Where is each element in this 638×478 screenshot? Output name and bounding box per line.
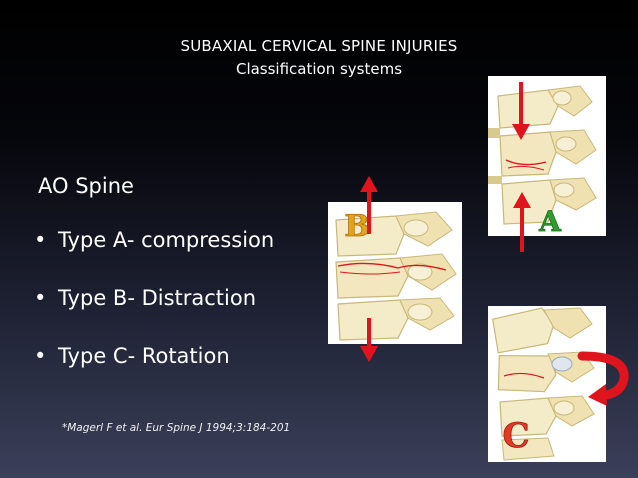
title-subtitle: Classification systems [235,60,403,78]
section-heading: AO Spine [38,174,134,198]
type-a-letter: A [530,205,570,240]
bullet-item-type-b: • Type B- Distraction [34,286,274,344]
type-c-letter-text: C [502,416,529,454]
arrow-down-icon [359,318,379,366]
bullet-list: • Type A- compression • Type B- Distractio… [34,228,274,402]
arrow-up-icon [359,176,379,238]
type-c-letter: C [496,414,536,458]
bullet-text: Type B- Distraction [58,286,257,310]
type-b-spine-figure [328,202,462,344]
slide-title: SUBAXIAL CERVICAL SPINE INJURIES Classif… [0,36,638,80]
bullet-marker: • [34,228,47,252]
bullet-item-type-c: • Type C- Rotation [34,344,274,402]
bullet-item-type-a: • Type A- compression [34,228,274,286]
type-b-letter: B [334,208,380,246]
arrow-down-icon [511,82,531,146]
type-b-letter-text: B [344,209,369,242]
bullet-marker: • [34,286,47,310]
bullet-marker: • [34,344,47,368]
rotation-arrow-icon [574,350,634,410]
title-main: SUBAXIAL CERVICAL SPINE INJURIES [180,37,458,55]
type-a-letter-text: A [538,206,562,236]
type-c-spine-figure [488,306,606,462]
arrow-up-icon [512,192,532,256]
citation: *Magerl F et al. Eur Spine J 1994;3:184-… [62,422,291,434]
bullet-text: Type A- compression [58,228,275,252]
type-a-spine-figure [488,76,606,236]
bullet-text: Type C- Rotation [58,344,230,368]
